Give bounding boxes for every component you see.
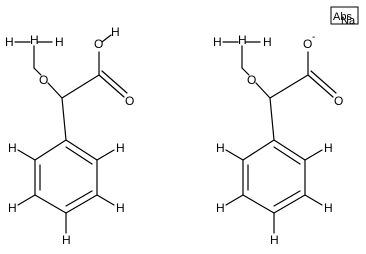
atom-h-ring-3: H [216,201,225,215]
abs-label: Abs [333,11,352,23]
atom-carbonyl-oxygen: O [334,94,343,108]
atom-ether-oxygen: O [39,73,48,87]
atom-h-methyl-left: H [5,35,14,49]
atom-h-methyl-right: H [55,35,64,49]
molecule-left: H H H O O H O H H H H H [5,25,134,247]
atom-h-methyl-right: H [263,35,272,49]
atom-h-methyl-left: H [213,35,222,49]
atom-h-ring-5: H [270,233,279,247]
bond-lines-right [222,41,337,234]
atom-h-ring-2: H [324,141,333,155]
atom-anion-charge: - [312,32,315,43]
atom-h-ring-5: H [62,233,71,247]
sodium-counter-ion: Abs Na [330,6,359,27]
sodium-label: Na [341,15,356,27]
bond-lines-left [14,34,128,234]
atom-h-methyl-bottom: H [238,33,247,47]
atom-h-ring-4: H [116,201,125,215]
atom-hydroxyl-oxygen: O [94,37,103,51]
molecule-right: H H H O O - O H H H H H [213,32,343,247]
atom-ether-oxygen: O [247,73,256,87]
atom-carbonyl-oxygen: O [125,94,134,108]
atom-h-methyl-bottom: H [30,33,39,47]
atom-anion-oxygen: O [303,37,312,51]
atom-h-ring-1: H [8,141,17,155]
atom-h-ring-2: H [116,141,125,155]
atom-h-ring-3: H [8,201,17,215]
atom-hydroxyl-hydrogen: H [111,25,120,39]
abs-box [330,6,359,25]
atom-h-ring-4: H [324,201,333,215]
atom-h-ring-1: H [216,141,225,155]
